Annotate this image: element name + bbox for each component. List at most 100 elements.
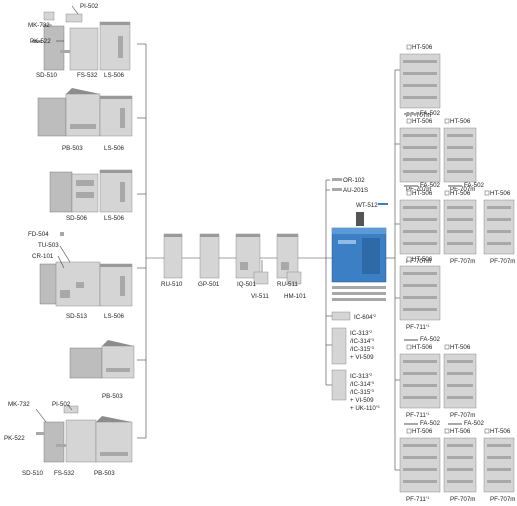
tray-slot (403, 296, 437, 299)
tray-slot (403, 242, 437, 245)
connector-lines (137, 43, 400, 471)
center-press: OR-102 AU-201S WT-512 (331, 177, 388, 401)
label-pf: PF-707m (406, 112, 431, 119)
label-fs-532: FS-532 (54, 470, 75, 477)
label-pb-503: PB-503 (102, 393, 123, 400)
label-pi-502: PI-502 (52, 401, 71, 408)
label-pf: PF-707m (450, 186, 475, 193)
left-config-6: MK-732 PI-502 PK-522 SD-510 FS-532 PB-50… (4, 401, 133, 477)
tray-slot (403, 134, 437, 137)
label-hm-101: HM-101 (284, 293, 307, 300)
label-ht-506: HT-506 (412, 428, 433, 435)
tray-slot (487, 230, 511, 233)
tray-slot (403, 372, 437, 375)
label-gp-501: GP-501 (198, 281, 220, 288)
label-pk-522: PK-522 (4, 435, 25, 442)
tray-slot (447, 206, 473, 209)
label-iq-501: IQ-501 (237, 281, 256, 288)
tray-slot (447, 468, 473, 471)
label-sd-510: SD-510 (22, 470, 44, 477)
label-ht-506: HT-506 (412, 344, 433, 351)
tray-slot (403, 206, 437, 209)
label-pf: PF-707m (450, 258, 475, 265)
label-pf: PF-711*1 (406, 324, 429, 331)
label-pf: PF-707m (450, 412, 475, 419)
label-ht-506: HT-506 (450, 344, 471, 351)
left-config-3: SD-506 LS-506 (49, 169, 133, 222)
tray-slot (403, 158, 437, 161)
label-ht-506: HT-506 (490, 428, 511, 435)
label-pf: PF-707m (406, 186, 431, 193)
tray-slot (403, 170, 437, 173)
label-pf: PF-707m (450, 496, 475, 503)
label-fa-502: FA-502 (464, 420, 485, 427)
heater-icon (484, 190, 490, 196)
label-pf: PF-707m (406, 258, 431, 265)
heater-icon (444, 190, 450, 196)
label-mk-732: MK-732 (8, 401, 30, 408)
left-config-5: PB-503 (69, 340, 135, 400)
heater-icon (444, 428, 450, 434)
tray-slot (403, 284, 437, 287)
tray-slot (403, 480, 437, 483)
label-fa-502: FA-502 (464, 182, 485, 189)
feed-assist-bar (404, 339, 418, 341)
label-sd-506: SD-506 (66, 215, 88, 222)
tray-slot (403, 84, 437, 87)
label-ht-506: HT-506 (412, 118, 433, 125)
tray-slot (403, 384, 437, 387)
label-pi-502: PI-502 (80, 3, 99, 10)
tray-slot (447, 170, 473, 173)
label-tu-503: TU-503 (38, 242, 59, 249)
feed-assist-bar (404, 423, 418, 425)
tray-slot (403, 272, 437, 275)
label-ls-506: LS-506 (104, 313, 125, 320)
label-fa-502: FA-502 (420, 420, 441, 427)
label-ls-506: LS-506 (104, 72, 125, 79)
ic-option-2-line-2: /IC-314*3 (350, 338, 374, 345)
label-wt-512: WT-512 (356, 202, 378, 209)
ic-option-3-line-1: IC-313*2 (350, 373, 372, 380)
ic-option-3-line-2: /IC-314*3 (350, 381, 374, 388)
label-sd-513: SD-513 (66, 313, 88, 320)
tray-slot (403, 396, 437, 399)
tray-slot (447, 396, 473, 399)
ic-option-3-line-5: + UK-110*3 (350, 405, 379, 412)
label-fa-502: FA-502 (420, 110, 441, 117)
heater-icon (406, 428, 412, 434)
tray-slot (403, 468, 437, 471)
tray-slot (447, 444, 473, 447)
tray-slot (403, 96, 437, 99)
label-ru-510: RU-510 (161, 281, 183, 288)
label-fs-532: FS-532 (77, 72, 98, 79)
tray-slot (403, 60, 437, 63)
label-au-201s: AU-201S (343, 187, 368, 194)
label-pb-503: PB-503 (62, 145, 83, 152)
ic-option-2-line-4: + VI-509 (350, 354, 374, 361)
label-pf: PF-711*1 (406, 496, 429, 503)
label-pf: PF-707m (490, 258, 515, 265)
label-mk-732: MK-732 (28, 22, 50, 29)
label-pf: PF-711*1 (406, 412, 429, 419)
label-pf: PF-707m (490, 496, 515, 503)
tray-slot (447, 146, 473, 149)
left-config-2: PB-503 LS-506 (37, 88, 133, 152)
heater-icon (406, 190, 412, 196)
label-ls-506: LS-506 (104, 215, 125, 222)
label-ht-506: HT-506 (490, 190, 511, 197)
label-or-102: OR-102 (343, 177, 365, 184)
heater-icon (406, 344, 412, 350)
tray-slot (487, 444, 511, 447)
feed-assist-bar (404, 113, 418, 115)
tray-slot (447, 134, 473, 137)
left-config-1: PI-502 MK-732 PK-522 SD-510 FS-532 LS-50… (28, 3, 131, 79)
tray-slot (403, 360, 437, 363)
tray-slot (447, 480, 473, 483)
tray-slot (403, 456, 437, 459)
heater-icon (484, 428, 490, 434)
ic-option-2-line-3: /IC-315*3 (350, 346, 374, 353)
ic-option-1: IC-604*2 (354, 314, 376, 321)
label-cr-101: CR-101 (32, 253, 54, 260)
